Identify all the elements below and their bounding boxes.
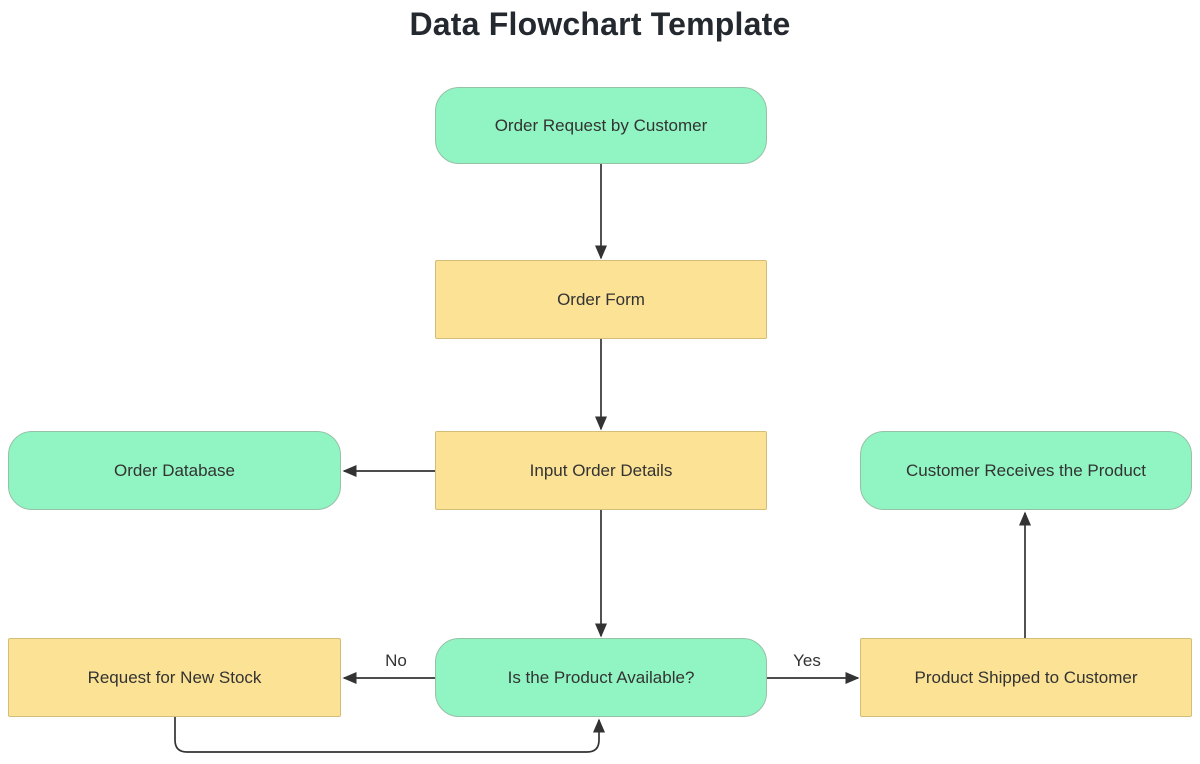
node-product-shipped[interactable]: Product Shipped to Customer (860, 638, 1192, 717)
page-title: Data Flowchart Template (409, 6, 791, 42)
node-order-form[interactable]: Order Form (435, 260, 767, 339)
node-order-request[interactable]: Order Request by Customer (435, 87, 767, 164)
node-input-order-details[interactable]: Input Order Details (435, 431, 767, 510)
node-label: Input Order Details (529, 460, 673, 480)
node-label: Product Shipped to Customer (914, 667, 1138, 687)
node-request-new-stock[interactable]: Request for New Stock (8, 638, 341, 717)
node-order-database[interactable]: Order Database (8, 431, 341, 510)
edge-stock-to-decision (174, 717, 605, 753)
node-label: Order Request by Customer (494, 115, 708, 135)
node-is-product-available[interactable]: Is the Product Available? (435, 638, 767, 717)
edge-label-decision-to-shipped: Yes (793, 651, 821, 670)
node-label: Request for New Stock (87, 667, 262, 687)
node-label: Order Database (114, 460, 235, 480)
edge-label-decision-to-stock: No (385, 651, 407, 670)
node-label: Is the Product Available? (507, 667, 695, 687)
node-label: Customer Receives the Product (906, 460, 1146, 480)
node-label: Order Form (557, 289, 645, 309)
node-customer-receives[interactable]: Customer Receives the Product (860, 431, 1192, 510)
